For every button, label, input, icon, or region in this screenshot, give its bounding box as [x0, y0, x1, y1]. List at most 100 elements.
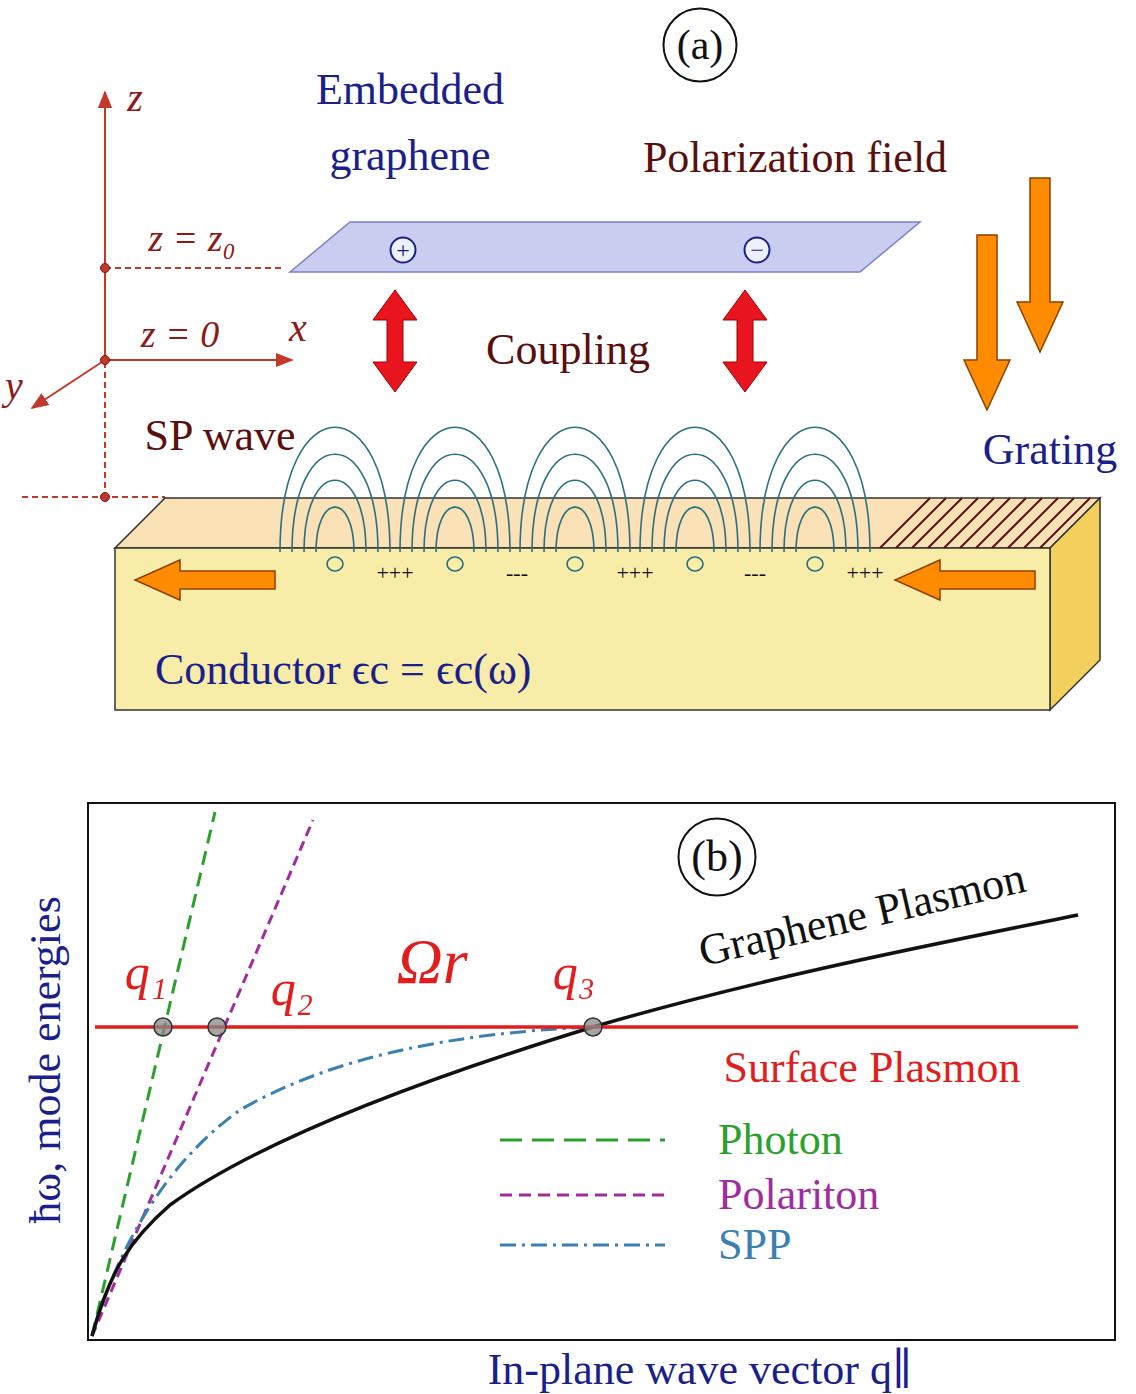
grating-label: Grating	[983, 428, 1117, 472]
axis-dots	[101, 264, 110, 273]
legend-text: Photon	[718, 1118, 843, 1162]
grating-line	[960, 498, 1010, 548]
field-arc	[556, 507, 594, 552]
field-arc	[772, 454, 858, 552]
charge-row: ---	[506, 562, 528, 584]
sp-arrow	[895, 560, 1035, 600]
field-arc	[652, 454, 738, 552]
axis-dots	[101, 493, 110, 502]
sheet-heading: Embedded graphene	[250, 57, 570, 189]
axis-label: z	[127, 78, 143, 118]
outline-circle	[745, 238, 770, 263]
grating-line	[896, 498, 946, 548]
conductor-body	[115, 498, 1100, 710]
coordinate-axes	[32, 360, 105, 408]
field-arc	[316, 507, 354, 552]
field-arc	[760, 427, 870, 552]
panel-tag: (b)	[677, 817, 757, 897]
field-arc	[640, 427, 750, 552]
field-loop	[687, 557, 703, 571]
field-arc	[304, 480, 366, 552]
plot-frame	[88, 803, 1115, 1340]
outline-circle	[679, 819, 756, 896]
field-arc	[292, 454, 378, 552]
coordinate-axes	[22, 496, 165, 498]
field-arc	[520, 427, 630, 552]
grating-line	[928, 498, 978, 548]
field-arc	[412, 454, 498, 552]
grating-line	[992, 498, 1042, 548]
axis-title: ħω, mode energies	[24, 896, 68, 1224]
field-arc	[796, 507, 834, 552]
field-loop	[447, 557, 463, 571]
charge-row: +++	[846, 562, 883, 584]
polariton-line	[92, 820, 313, 1336]
field-arc	[280, 427, 390, 552]
panel-letter: (a)	[677, 24, 724, 66]
wave-label: SP wave	[144, 414, 295, 458]
grating-line	[912, 498, 962, 548]
grating-line	[880, 498, 930, 548]
axis-title: In-plane wave vector q∥	[488, 1348, 913, 1392]
graphene-sheet: Embedded graphene+−	[290, 222, 920, 272]
charge-row: ---	[744, 562, 766, 584]
field-loop	[327, 557, 343, 571]
axis-dots	[101, 356, 110, 365]
sheet-outline	[290, 222, 920, 272]
charge-circle: −	[743, 236, 771, 264]
grating-lines	[880, 498, 1090, 548]
coupling-arrow	[373, 290, 417, 392]
light-arrow	[964, 235, 1010, 410]
field-arc	[424, 480, 486, 552]
coordinate-axes	[105, 267, 285, 269]
charge-sign: +	[396, 238, 410, 262]
coordinate-axes	[105, 359, 292, 361]
grating-line	[1024, 498, 1074, 548]
graphene-plasmon-curve	[92, 915, 1078, 1336]
coordinate-axes	[104, 92, 106, 360]
crossing-dot	[584, 1018, 602, 1036]
grating-line	[976, 498, 1026, 548]
charge-circle: +	[389, 236, 417, 264]
field-loop	[807, 557, 823, 571]
frequency-label: Ωr	[396, 930, 467, 994]
field-label: Polarization field	[643, 136, 947, 180]
graphene-plane	[290, 222, 920, 272]
legend-text: SPP	[718, 1223, 791, 1267]
grating-line	[944, 498, 994, 548]
plane-label: z = z₀	[148, 219, 235, 257]
sp-arrow	[135, 560, 1035, 600]
charge-sign: −	[750, 238, 764, 262]
spp-curve	[92, 1027, 593, 1336]
sp-arrow	[135, 560, 275, 600]
conductor-body	[115, 498, 1100, 548]
field-arc	[664, 480, 726, 552]
light-arrow	[964, 178, 1063, 410]
coupling-arrow	[373, 290, 767, 392]
crossing-label: q₃	[553, 947, 595, 997]
charge-row: +++	[616, 562, 653, 584]
crossing-dot	[154, 1018, 172, 1036]
outline-circle	[664, 9, 737, 82]
legend-sample	[500, 1140, 665, 1245]
plane-label: z = 0	[141, 315, 219, 353]
field-arc	[532, 454, 618, 552]
field-lines	[280, 427, 870, 571]
legend-sample	[500, 1244, 665, 1247]
axis-label: x	[289, 308, 307, 348]
outline-circle	[391, 238, 416, 263]
legend-sample	[500, 1194, 665, 1197]
light-arrow	[1017, 178, 1063, 352]
legend-text: Polariton	[718, 1173, 879, 1217]
crossing-label: q₁	[125, 947, 167, 997]
field-arc	[784, 480, 846, 552]
crossing-label: q₂	[271, 963, 313, 1013]
coupling-label: Coupling	[486, 328, 650, 372]
legend-sample	[500, 1139, 665, 1142]
panel-tag: (a)	[662, 7, 738, 83]
grating-line	[1040, 498, 1090, 548]
axis-dots	[101, 264, 110, 502]
